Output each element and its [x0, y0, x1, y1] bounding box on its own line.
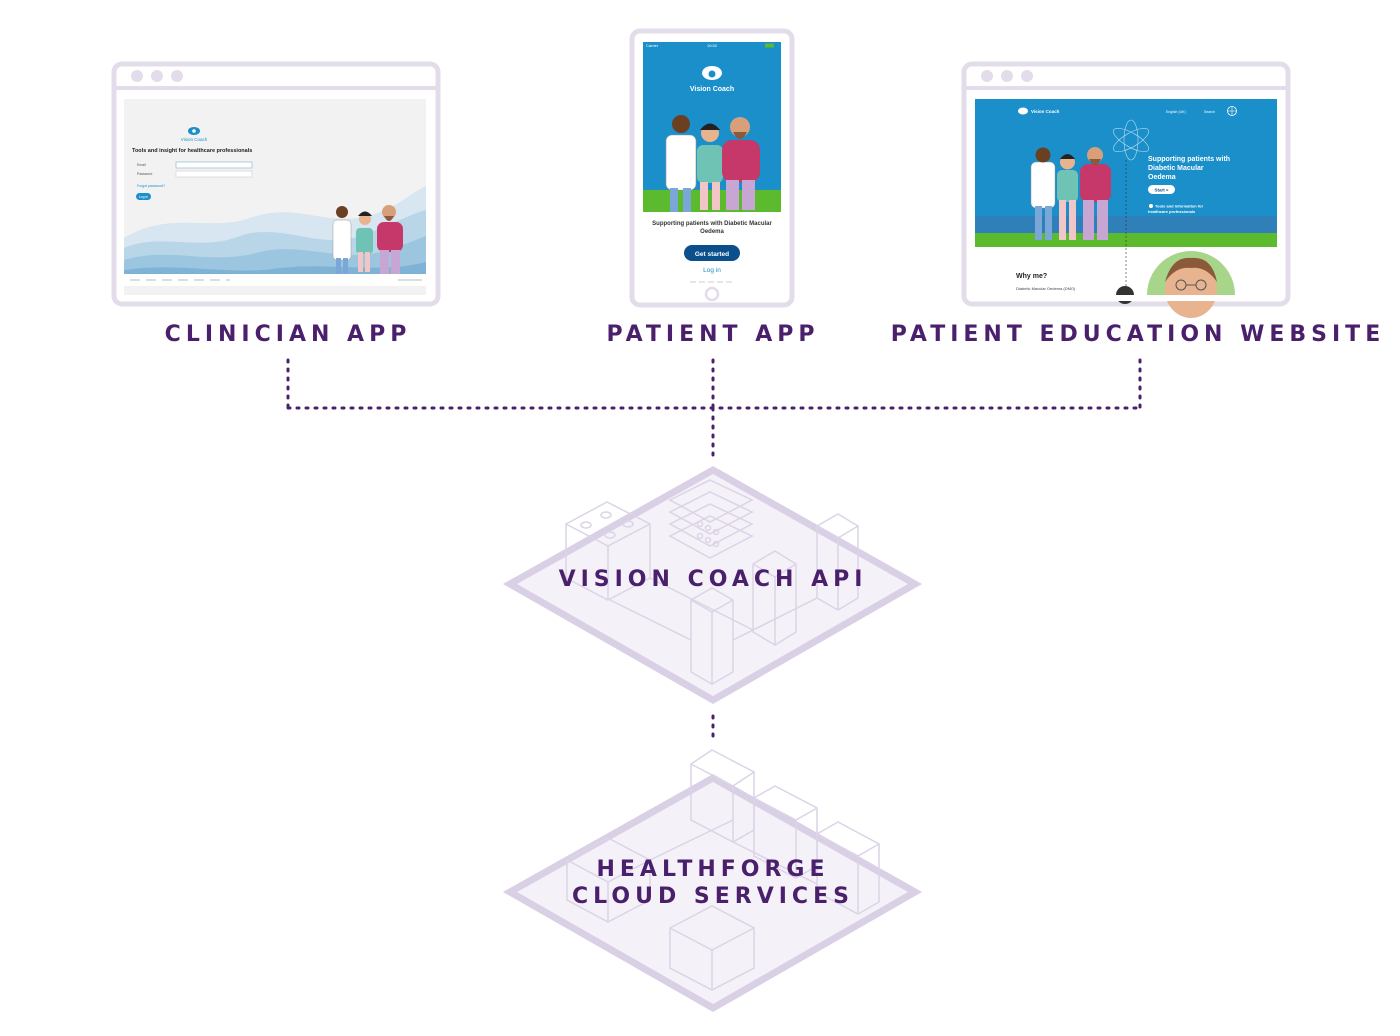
email-field[interactable] [175, 161, 253, 169]
web-hero-line2: Diabetic Macular [1148, 165, 1204, 172]
cloud-label-line1: HEALTHFORGE [596, 857, 829, 882]
password-label: Password [137, 172, 152, 176]
patient-app-label: PATIENT APP [607, 322, 820, 347]
web-search-link[interactable]: Search [1204, 110, 1215, 114]
status-carrier: Carrier [646, 43, 659, 48]
window-dot-icon [981, 70, 993, 82]
server-stack-icon [565, 479, 859, 685]
eye-logo-icon [1018, 107, 1028, 115]
web-hero-line1: Supporting patients with [1148, 156, 1230, 163]
web-why-me: Why me? [1016, 273, 1047, 280]
get-started-label: Get started [695, 251, 729, 258]
login-button[interactable] [136, 193, 151, 200]
patient-brand: Vision Coach [690, 86, 734, 93]
vision-coach-api-platform: VISION COACH API [502, 465, 923, 705]
clinician-app-window: Vision Coach Tools and insight for healt… [111, 61, 441, 307]
atom-icon [1113, 119, 1149, 161]
window-dot-icon [1001, 70, 1013, 82]
login-button-label: Log in [139, 195, 149, 199]
web-dmo-text: Diabetic Macular Oedema (DMO) [1016, 286, 1076, 291]
battery-icon [765, 43, 774, 48]
window-dot-icon [151, 70, 163, 82]
web-start-button[interactable] [1148, 185, 1175, 194]
status-time: 10:52 [707, 43, 718, 48]
people-illustration [665, 115, 760, 212]
get-started-button[interactable] [684, 245, 740, 261]
man-portrait [1147, 251, 1235, 318]
forgot-password-link[interactable]: Forgot password? [137, 184, 165, 188]
clinician-brand: Vision Coach [181, 137, 208, 142]
people-illustration [1030, 147, 1111, 240]
clinician-headline: Tools and insight for healthcare profess… [132, 148, 252, 154]
api-label: VISION COACH API [559, 567, 868, 592]
connector-lines [286, 358, 1142, 744]
patient-login-link[interactable]: Log in [703, 267, 721, 274]
people-illustration [332, 205, 403, 274]
email-label: Email [137, 163, 146, 167]
web-start-label: Start » [1154, 188, 1169, 193]
patient-website-label: PATIENT EDUCATION WEBSITE [891, 322, 1385, 347]
patient-tagline-2: Oedema [700, 229, 724, 235]
cloud-label-line2: CLOUD SERVICES [572, 884, 854, 909]
window-dot-icon [171, 70, 183, 82]
home-button-icon [704, 286, 720, 302]
web-hero-line3: Oedema [1148, 174, 1176, 181]
clinician-app-label: CLINICIAN APP [165, 322, 412, 347]
window-dot-icon [131, 70, 143, 82]
patient-website-window: Vision Coach English (UK) Search Support… [961, 61, 1291, 318]
password-field[interactable] [175, 170, 253, 178]
patient-tagline-1: Supporting patients with Diabetic Macula… [652, 221, 772, 227]
web-language-select[interactable]: English (UK) [1166, 110, 1186, 114]
web-tools-line1[interactable]: Tools and information for [1155, 204, 1204, 209]
window-dot-icon [1021, 70, 1033, 82]
web-brand: Vision Coach [1031, 109, 1060, 114]
web-tools-line2: healthcare professionals [1148, 209, 1196, 214]
patient-app-tablet: Carrier 10:52 Vision Coach Supporting pa… [629, 28, 795, 308]
healthforge-cloud-platform: HEALTHFORGE CLOUD SERVICES [502, 749, 923, 1013]
cloud-blocks-icon [566, 749, 880, 991]
